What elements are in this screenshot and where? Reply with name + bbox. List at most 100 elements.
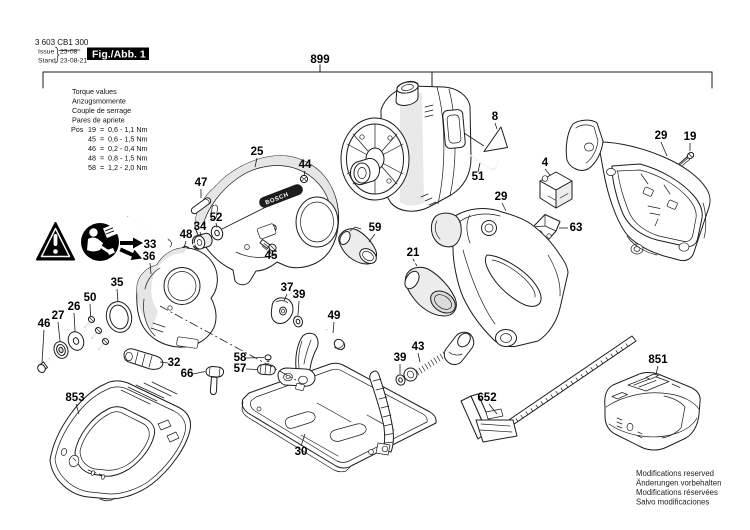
roller-34	[191, 232, 213, 250]
washer-39-b	[395, 374, 406, 386]
part-label-19: 19	[684, 131, 697, 143]
motor-fan-wheel	[340, 117, 410, 201]
leader-lines	[41, 122, 691, 447]
part-label-25: 25	[251, 146, 264, 158]
pin-47	[190, 197, 212, 215]
bolt-49	[326, 329, 346, 351]
svg-text:48: 48	[88, 154, 96, 163]
part-label-652: 652	[477, 392, 496, 404]
part-label-43: 43	[412, 341, 425, 353]
torque-pos-label: Pos	[71, 125, 84, 134]
screw-50-b	[91, 327, 103, 339]
svg-text:58: 58	[88, 163, 96, 172]
riving-bracket	[277, 332, 319, 392]
flange-washer-27	[53, 341, 69, 359]
part-label-52: 52	[210, 212, 223, 224]
lock-rod-33	[127, 215, 172, 248]
part-label-39: 39	[293, 289, 306, 301]
torque-title-de: Anzugsmomente	[72, 97, 126, 106]
part-label-58: 58	[234, 352, 247, 364]
part-label-26: 26	[68, 301, 81, 313]
part-label-8: 8	[492, 111, 499, 123]
part-label-899: 899	[310, 54, 329, 66]
rip-fence-652	[460, 335, 637, 443]
part-label-30: 30	[295, 446, 308, 458]
warning-triangle-icon	[36, 222, 75, 261]
screw-set-50	[84, 316, 110, 350]
case-lid-853	[49, 380, 191, 502]
part-label-29: 29	[495, 191, 508, 203]
brush-holder-4	[539, 171, 573, 209]
latch-66	[205, 366, 225, 396]
svg-text:46: 46	[88, 144, 96, 153]
battery-pack-851	[604, 372, 701, 451]
svg-text:19: 19	[88, 125, 96, 134]
case-vents	[120, 381, 178, 405]
part-label-48: 48	[180, 229, 193, 241]
blower-tube-21	[404, 266, 457, 317]
part-label-47: 47	[195, 177, 208, 189]
part-label-4: 4	[542, 157, 549, 169]
part-label-45: 45	[265, 250, 278, 262]
screw-50-c	[98, 338, 110, 350]
issue-label: Issue	[38, 49, 54, 56]
part-label-50: 50	[84, 292, 97, 304]
dust-elbow-59	[338, 226, 377, 265]
wedge-8	[483, 126, 508, 152]
part-label-37: 37	[281, 282, 294, 294]
screw-45	[259, 239, 277, 252]
issue-strikethrough	[58, 49, 81, 51]
svg-text:=: =	[100, 163, 104, 172]
svg-text:45: 45	[88, 135, 96, 144]
torque-title-es: Pares de apriete	[72, 116, 125, 125]
part-label-29: 29	[655, 130, 668, 142]
part-label-33: 33	[144, 239, 157, 251]
svg-text:=: =	[100, 154, 104, 163]
motor-vents	[420, 104, 437, 206]
torque-title-en: Torque values	[72, 87, 117, 96]
screw-58	[264, 354, 272, 364]
part-label-853: 853	[65, 392, 84, 404]
arrow-to-33-icon	[120, 237, 143, 249]
svg-text:=: =	[100, 144, 104, 153]
footer-notes: Modifications reserved Änderungen vorbeh…	[636, 469, 721, 507]
washer-52	[210, 225, 224, 241]
torque-title-fr: Couple de serrage	[72, 106, 131, 115]
torque-rows: 19 = 0,6 - 1,1 Nm 45 = 0,6 - 1,5 Nm 46 =…	[88, 125, 148, 172]
part-label-32: 32	[168, 357, 181, 369]
part-label-34: 34	[194, 221, 207, 233]
screw-19	[678, 151, 695, 166]
clamp-57	[257, 364, 276, 376]
bevel-quadrant	[369, 370, 394, 456]
part-number: 3 603 CB1 300	[35, 38, 89, 47]
footer-line-fr: Modifications réservées	[636, 488, 718, 497]
figure-label: Fig./Abb. 1	[92, 49, 146, 61]
read-manual-icon	[81, 223, 119, 261]
battery-vents	[616, 417, 643, 439]
issue-value: 23-08	[60, 49, 78, 56]
part-label-46: 46	[38, 318, 51, 330]
part-label-57: 57	[234, 363, 247, 375]
part-label-49: 49	[328, 310, 341, 322]
figure-label-box	[87, 47, 149, 60]
svg-text:=: =	[100, 135, 104, 144]
upper-blade-guard-25: BOSCH	[194, 155, 340, 286]
housing-half-left-29	[430, 208, 569, 348]
screw-50-a	[84, 316, 96, 328]
part-label-39: 39	[394, 352, 407, 364]
part-label-35: 35	[111, 277, 124, 289]
cam-knob-37	[270, 297, 294, 324]
knob-bolt-43	[403, 331, 475, 382]
part-label-44: 44	[299, 159, 312, 171]
manual-reference-arrows	[119, 237, 143, 260]
part-label-36: 36	[143, 251, 156, 263]
part-label-27: 27	[52, 310, 65, 322]
stand-value: 23-08-21	[60, 58, 87, 65]
footer-line-es: Salvo modificaciones	[636, 498, 709, 507]
arrow-to-36-icon	[119, 247, 142, 260]
screw-44	[299, 174, 309, 184]
footer-line-de: Änderungen vorbehalten	[636, 479, 721, 488]
svg-text:0,8 - 1,5 Nm: 0,8 - 1,5 Nm	[108, 154, 148, 163]
